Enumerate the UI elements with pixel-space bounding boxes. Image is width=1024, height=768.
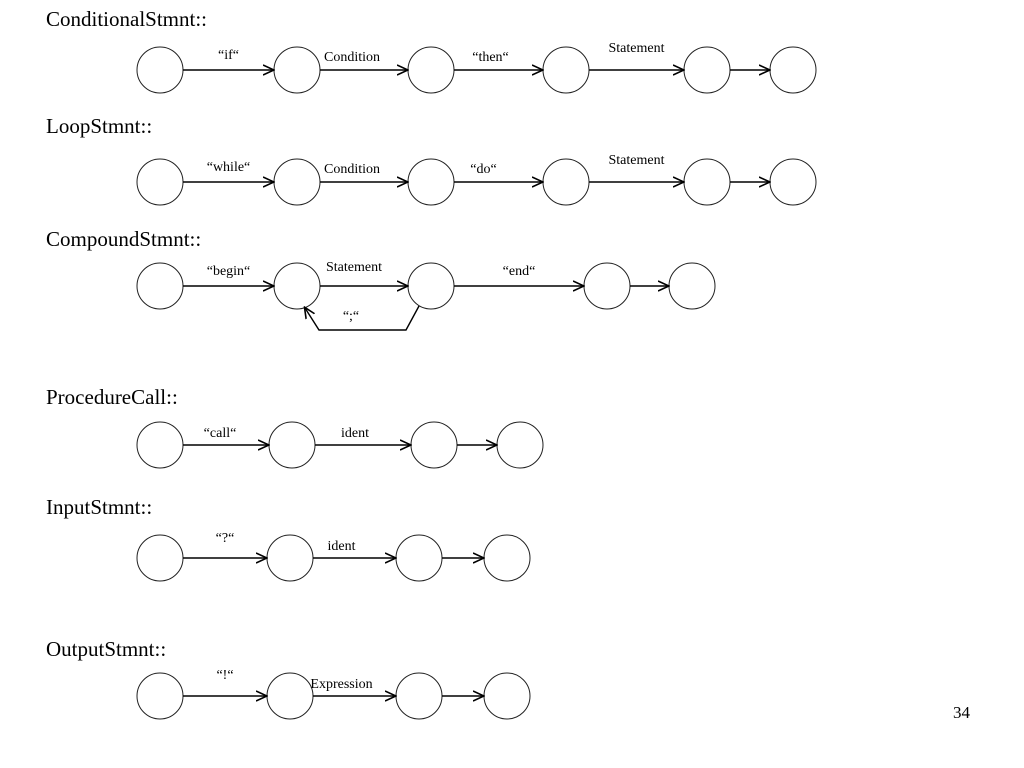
title-loop-stmnt: LoopStmnt::: [46, 114, 153, 138]
state-node: [583, 262, 631, 310]
state-node: [136, 534, 184, 582]
state-node: [136, 262, 184, 310]
loop-back-label: “;“: [343, 309, 359, 324]
state-node: [496, 421, 544, 469]
transition-label: “if“: [218, 48, 239, 63]
transition-label: Statement: [609, 41, 665, 56]
state-node: [769, 158, 817, 206]
diagram-loop: “while“ Condition “do“ Statement: [136, 153, 817, 206]
state-node: [542, 46, 590, 94]
title-compound-stmnt: CompoundStmnt::: [46, 227, 202, 251]
state-node: [136, 46, 184, 94]
state-node: [266, 534, 314, 582]
title-procedure-call: ProcedureCall::: [46, 385, 178, 409]
diagram-procedure: “call“ ident: [136, 421, 544, 469]
state-node: [273, 262, 321, 310]
diagram-compound: “begin“ Statement “end“ “;“: [136, 260, 716, 331]
transition-label: “while“: [207, 160, 251, 175]
transition-label: ident: [341, 426, 369, 441]
state-node: [683, 158, 731, 206]
transition-label: ident: [328, 539, 356, 554]
transition-label: Condition: [324, 50, 380, 65]
state-node: [395, 534, 443, 582]
transition-label: “call“: [204, 426, 237, 441]
state-node: [683, 46, 731, 94]
state-node: [268, 421, 316, 469]
transition-label: Condition: [324, 162, 380, 177]
state-node: [273, 158, 321, 206]
page-number: 34: [953, 703, 970, 722]
state-node: [266, 672, 314, 720]
title-conditional-stmnt: ConditionalStmnt::: [46, 7, 208, 31]
state-node: [395, 672, 443, 720]
title-input-stmnt: InputStmnt::: [46, 495, 153, 519]
state-node: [136, 672, 184, 720]
state-node: [407, 158, 455, 206]
state-node: [273, 46, 321, 94]
title-output-stmnt: OutputStmnt::: [46, 637, 167, 661]
transition-label: “?“: [216, 531, 235, 546]
state-node: [136, 421, 184, 469]
transition-label: Statement: [326, 260, 382, 275]
transition-label: Expression: [310, 677, 372, 692]
state-node: [410, 421, 458, 469]
state-node: [483, 534, 531, 582]
loop-back-arrow: [305, 306, 420, 331]
transition-label: “do“: [470, 162, 496, 177]
transition-label: Statement: [609, 153, 665, 168]
diagram-conditional: “if“ Condition “then“ Statement: [136, 41, 817, 94]
transition-label: “end“: [503, 264, 536, 279]
state-node: [769, 46, 817, 94]
transition-label: “!“: [216, 668, 233, 683]
diagram-output: “!“ Expression: [136, 668, 531, 720]
state-node: [136, 158, 184, 206]
state-node: [542, 158, 590, 206]
state-node: [668, 262, 716, 310]
diagram-input: “?“ ident: [136, 531, 531, 582]
transition-label: “begin“: [207, 264, 251, 279]
state-node: [407, 46, 455, 94]
transition-label: “then“: [472, 50, 509, 65]
state-node: [483, 672, 531, 720]
state-node: [407, 262, 455, 310]
